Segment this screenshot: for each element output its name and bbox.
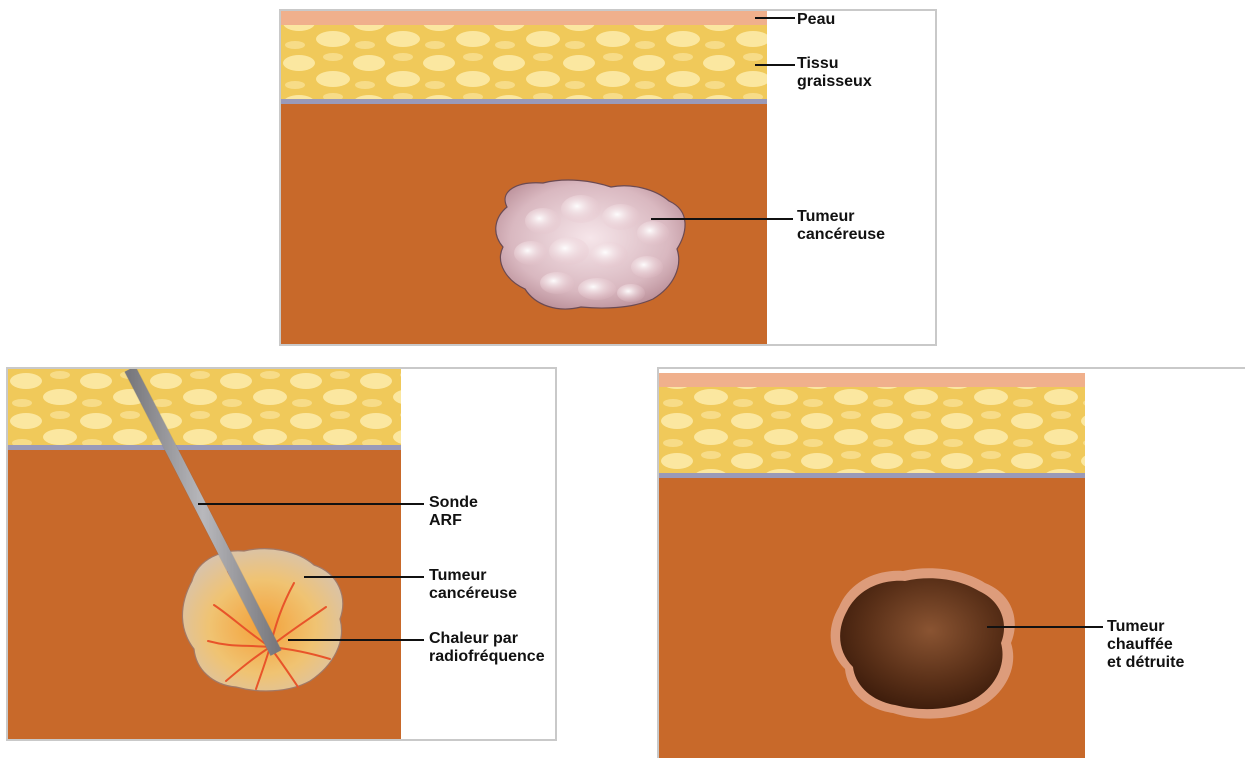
label-probe: Sonde ARF xyxy=(429,494,478,530)
fat-layer xyxy=(8,369,401,445)
panel-rf-ablation: Sonde ARF Tumeur cancéreuse Chaleur par … xyxy=(6,367,557,741)
label-destroyed-tumor: Tumeur chauffée et détruite xyxy=(1107,618,1184,672)
label-tumor: Tumeur cancéreuse xyxy=(797,208,885,244)
leader-line-tumor xyxy=(651,218,793,220)
skin-layer xyxy=(281,11,767,25)
skin-layer xyxy=(659,373,1085,387)
tissue-illustration-ablation xyxy=(8,369,557,741)
fascia-layer xyxy=(281,99,767,104)
fascia-layer xyxy=(659,473,1085,478)
label-tumor: Tumeur cancéreuse xyxy=(429,567,517,603)
label-fat-tissue: Tissu graisseux xyxy=(797,55,872,91)
panel-initial-tumor: Peau Tissu graisseux Tumeur cancéreuse xyxy=(279,9,937,346)
fascia-layer xyxy=(8,445,401,450)
label-skin: Peau xyxy=(797,11,835,29)
leader-line-heat xyxy=(288,639,424,641)
leader-line-skin xyxy=(755,17,795,19)
leader-line-destroyed xyxy=(987,626,1103,628)
fat-layer xyxy=(281,25,767,99)
leader-line-probe xyxy=(198,503,424,505)
label-rf-heat: Chaleur par radiofréquence xyxy=(429,630,545,666)
fat-layer xyxy=(659,387,1085,473)
panel-destroyed-tumor: Tumeur chauffée et détruite xyxy=(657,367,1245,758)
destroyed-tumor xyxy=(840,578,1004,709)
leader-line-fat xyxy=(755,64,795,66)
tissue-illustration-result xyxy=(659,369,1245,758)
leader-line-tumor xyxy=(304,576,424,578)
